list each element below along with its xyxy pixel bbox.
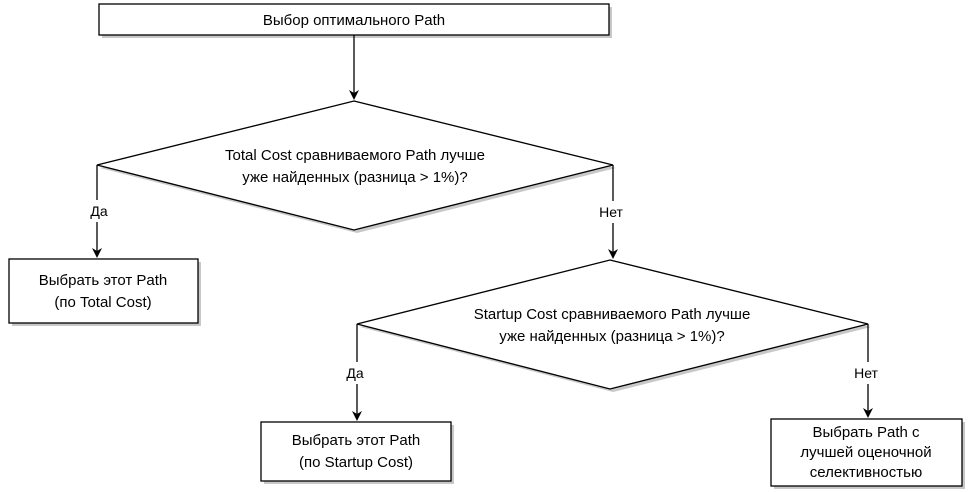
- start-box-label: Выбор оптимального Path: [263, 12, 445, 29]
- choose-total-cost-line-1: Выбрать этот Path: [39, 272, 168, 289]
- choose-startup-cost-line-2: (по Startup Cost): [299, 454, 413, 471]
- edge-label-startup-yes: Да: [346, 365, 363, 381]
- edge-label-startup-no: Нет: [854, 365, 878, 381]
- choose-startup-cost-box: Выбрать этот Path (по Startup Cost): [260, 421, 452, 482]
- choose-selectivity-line-2: лучшей оценочной: [800, 444, 931, 461]
- decision-startup-cost-line-2: уже найденных (разница > 1%)?: [499, 328, 724, 345]
- choose-selectivity-line-1: Выбрать Path с: [812, 424, 920, 441]
- choose-selectivity-line-3: селективностью: [810, 464, 922, 481]
- choose-selectivity-box: Выбрать Path с лучшей оценочной селектив…: [770, 418, 963, 487]
- choose-total-cost-line-2: (по Total Cost): [54, 294, 151, 311]
- choose-total-cost-box: Выбрать этот Path (по Total Cost): [8, 258, 199, 324]
- shapes-shadow-layer: [12, 7, 965, 489]
- choose-startup-cost-line-1: Выбрать этот Path: [292, 432, 421, 449]
- decision-total-cost-line-1: Total Cost сравниваемого Path лучше: [225, 147, 485, 164]
- decision-startup-cost-line-1: Startup Cost сравниваемого Path лучше: [474, 306, 751, 323]
- decision-total-cost-line-2: уже найденных (разница > 1%)?: [242, 169, 467, 186]
- start-box: Выбор оптимального Path: [98, 3, 610, 36]
- edges: [92, 35, 873, 421]
- edge-label-total-yes: Да: [90, 203, 107, 219]
- edge-label-total-no: Нет: [599, 204, 623, 220]
- decision-total-cost: Total Cost сравниваемого Path лучше уже …: [96, 100, 614, 231]
- decision-startup-cost: Startup Cost сравниваемого Path лучше уж…: [356, 259, 869, 390]
